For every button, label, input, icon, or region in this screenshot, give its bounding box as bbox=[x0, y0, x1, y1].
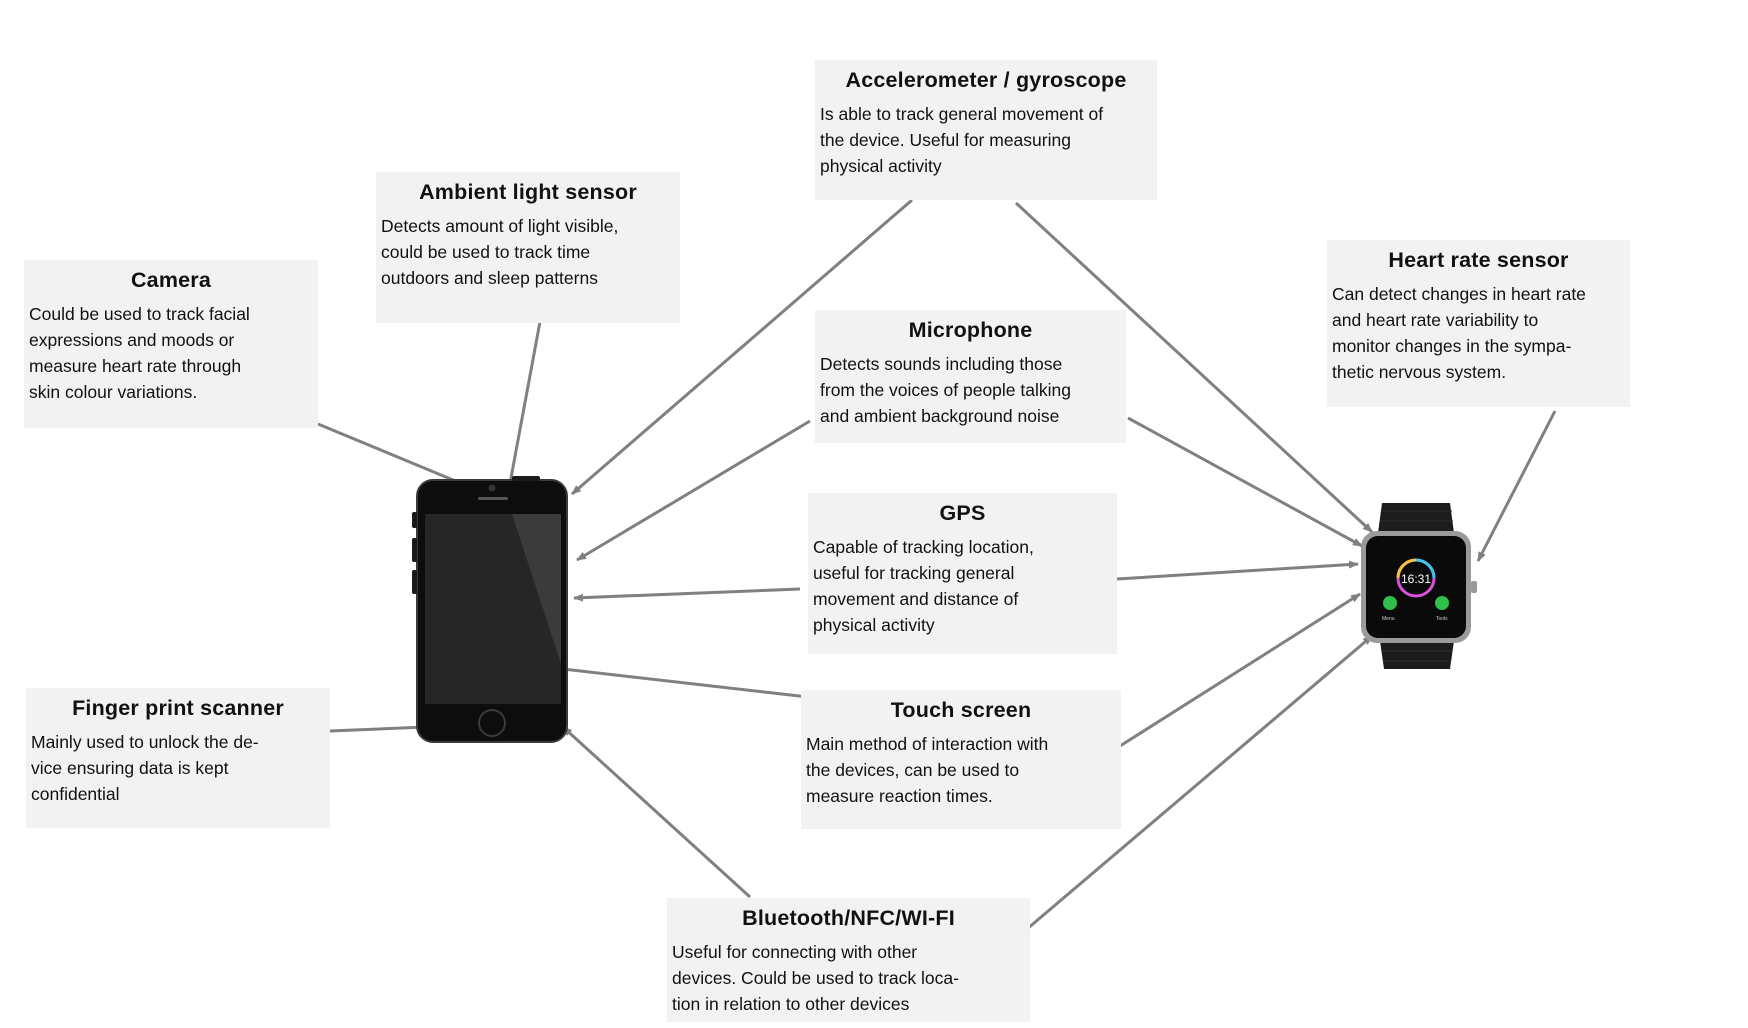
card-microphone: Microphone Detects sounds including thos… bbox=[815, 310, 1126, 443]
arrow-microphone-to-phone bbox=[576, 419, 811, 562]
watch-menu-label: Menu bbox=[1382, 616, 1395, 622]
card-gps: GPS Capable of tracking location, useful… bbox=[808, 493, 1117, 654]
card-title: Heart rate sensor bbox=[1388, 248, 1569, 272]
watch-tools-label: Tools bbox=[1436, 616, 1448, 622]
card-description: Main method of interaction with the devi… bbox=[806, 734, 1049, 806]
card-title: GPS bbox=[939, 501, 986, 525]
arrow-touch-to-phone bbox=[527, 662, 809, 699]
smartwatch-image: 16:31 Menu Tools bbox=[1361, 503, 1477, 669]
smartphone-image bbox=[412, 476, 568, 743]
card-description: Detects sounds including those from the … bbox=[820, 354, 1071, 426]
card-description: Detects amount of light visible, could b… bbox=[381, 216, 619, 288]
arrow-accelerometer-to-watch bbox=[1014, 201, 1374, 534]
arrow-gps-to-phone bbox=[573, 587, 801, 602]
card-description: Mainly used to unlock the de- vice ensur… bbox=[31, 732, 259, 804]
card-title: Bluetooth/NFC/WI-FI bbox=[742, 906, 955, 930]
card-title: Ambient light sensor bbox=[419, 180, 637, 204]
arrow-heart-to-watch bbox=[1476, 410, 1557, 562]
card-description: Is able to track general movement of the… bbox=[820, 104, 1104, 176]
card-description: Can detect changes in heart rate and hea… bbox=[1332, 284, 1586, 382]
card-description: Could be used to track facial expression… bbox=[29, 304, 250, 402]
card-title: Microphone bbox=[908, 318, 1033, 342]
watch-time: 16:31 bbox=[1401, 572, 1431, 586]
card-camera: Camera Could be used to track facial exp… bbox=[24, 260, 318, 428]
card-touch-screen: Touch screen Main method of interaction … bbox=[801, 690, 1121, 829]
card-title: Finger print scanner bbox=[72, 696, 284, 720]
card-title: Accelerometer / gyroscope bbox=[845, 68, 1127, 92]
arrow-bluetooth-to-phone bbox=[561, 725, 752, 899]
arrow-gps-to-watch bbox=[1116, 560, 1359, 581]
card-finger-print-scanner: Finger print scanner Mainly used to unlo… bbox=[26, 688, 330, 828]
arrow-ambient-to-phone bbox=[505, 310, 544, 495]
card-heart-rate-sensor: Heart rate sensor Can detect changes in … bbox=[1327, 240, 1630, 407]
card-title: Camera bbox=[130, 268, 212, 292]
card-accelerometer: Accelerometer / gyroscope Is able to tra… bbox=[815, 60, 1157, 200]
card-description: Capable of tracking location, useful for… bbox=[813, 537, 1034, 635]
arrow-touch-to-watch bbox=[1119, 592, 1361, 748]
arrow-microphone-to-watch bbox=[1127, 416, 1363, 548]
card-bluetooth-nfc-wifi: Bluetooth/NFC/WI-FI Useful for connectin… bbox=[667, 898, 1030, 1022]
card-title: Touch screen bbox=[890, 698, 1032, 722]
card-ambient-light-sensor: Ambient light sensor Detects amount of l… bbox=[376, 172, 680, 323]
arrow-bluetooth-to-watch bbox=[1026, 634, 1373, 931]
arrow-accelerometer-to-phone bbox=[571, 198, 913, 496]
card-description: Useful for connecting with other devices… bbox=[672, 942, 959, 1014]
